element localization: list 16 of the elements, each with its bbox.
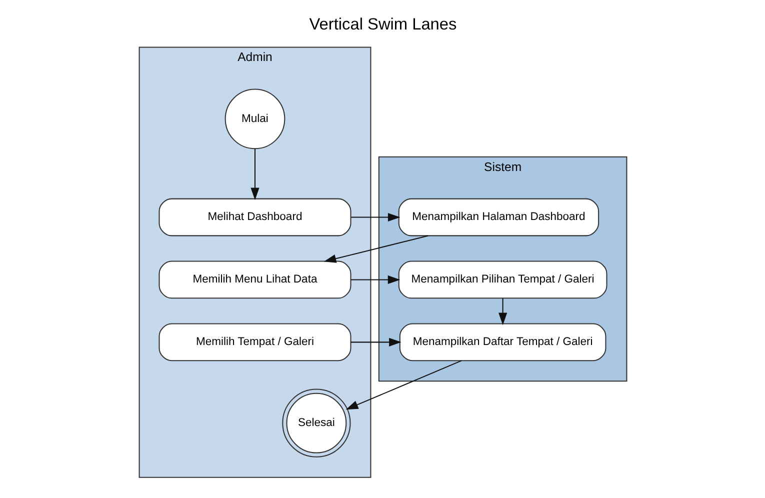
node-circle: Mulai <box>224 88 285 150</box>
arrow <box>323 235 428 263</box>
arrow <box>345 360 462 410</box>
arrow <box>350 212 400 222</box>
diagram-title: Vertical Swim Lanes <box>308 16 456 34</box>
node-circle: Selesai <box>282 388 350 458</box>
arrow <box>350 275 400 284</box>
arrow <box>498 298 507 326</box>
arrow <box>350 338 401 346</box>
arrow <box>250 148 259 200</box>
node-box: Memilih Tempat / Galeri <box>158 323 351 362</box>
node-box: Menampilkan Pilihan Tempat / Galeri <box>398 260 607 299</box>
node-box: Menampilkan Halaman Dashboard <box>398 198 599 236</box>
node-box: Menampilkan Daftar Tempat / Galeri <box>398 323 606 362</box>
node-box: Memilih Menu Lihat Data <box>158 260 351 299</box>
node-box: Melihat Dashboard <box>158 198 351 236</box>
